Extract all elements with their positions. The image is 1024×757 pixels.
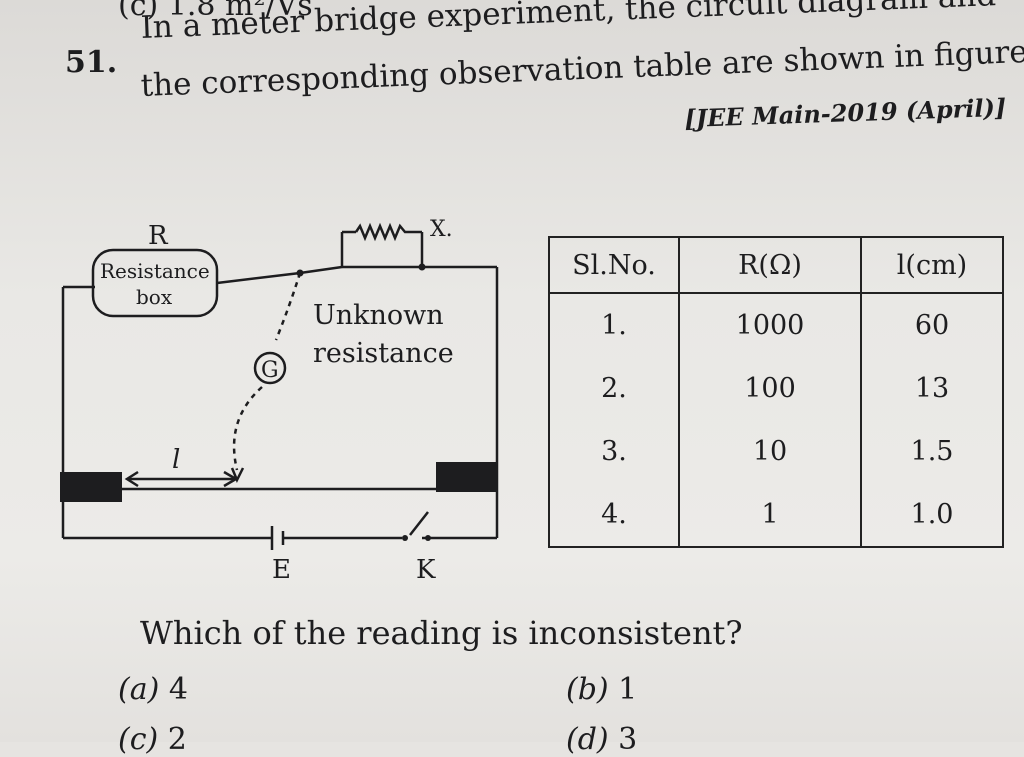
- question-text-line2: the corresponding observation table are …: [140, 33, 1024, 104]
- option-c[interactable]: (c) 2: [118, 722, 187, 757]
- key-label: K: [416, 555, 436, 585]
- cell-length: 13: [860, 357, 1004, 420]
- label-x: X.: [430, 217, 453, 242]
- table-row: 1. 1000 60: [548, 293, 1004, 357]
- cell-sl-no: 1.: [548, 293, 680, 357]
- option-b[interactable]: (b) 1: [566, 672, 637, 707]
- cell-length: 1.5: [860, 420, 1004, 483]
- galvanometer-label: G: [261, 358, 279, 383]
- resistance-box-label-2: box: [136, 285, 173, 309]
- column-header-sl-no: Sl.No.: [548, 236, 680, 294]
- cell-sl-no: 4.: [548, 483, 680, 548]
- label-r: R: [148, 221, 169, 251]
- top-wire-segment: [216, 271, 301, 285]
- key-switch: [409, 511, 429, 536]
- question-number: 51.: [65, 45, 118, 80]
- junction-wire: [299, 265, 343, 275]
- option-b-label: (b): [566, 672, 609, 707]
- table-row: 4. 1 1.0: [548, 483, 1004, 548]
- option-a-value: 4: [168, 672, 188, 707]
- unknown-resistance-label-2: resistance: [313, 338, 454, 369]
- cell-resistance: 100: [678, 357, 862, 420]
- length-label: l: [172, 445, 180, 475]
- cell-length: 60: [860, 293, 1004, 357]
- table-row: 3. 10 1.5: [548, 420, 1004, 483]
- option-a-label: (a): [118, 672, 160, 707]
- observation-table: Sl.No. R(Ω) l(cm) 1. 1000 60 2. 100 13 3…: [548, 236, 1004, 548]
- option-b-value: 1: [618, 672, 638, 707]
- right-end-clamp: [436, 462, 498, 492]
- cell-sl-no: 3.: [548, 420, 680, 483]
- meter-bridge-circuit-diagram: R Resistance box X. Unknown resistance G…: [60, 217, 499, 585]
- galvanometer-circle: [253, 351, 287, 385]
- option-d[interactable]: (d) 3: [566, 722, 637, 757]
- table-header-row: Sl.No. R(Ω) l(cm): [548, 236, 1004, 294]
- cell-resistance: 1: [678, 483, 862, 548]
- table-row: 2. 100 13: [548, 357, 1004, 420]
- column-header-resistance: R(Ω): [678, 236, 862, 294]
- option-a[interactable]: (a) 4: [118, 672, 188, 707]
- unknown-resistor-x: [354, 222, 422, 242]
- cell-length: 1.0: [860, 483, 1004, 548]
- question-prompt: Which of the reading is inconsistent?: [140, 614, 743, 652]
- option-d-value: 3: [618, 722, 638, 757]
- option-c-value: 2: [167, 722, 187, 757]
- galvanometer-lead-top: [274, 272, 302, 341]
- cell-sl-no: 2.: [548, 357, 680, 420]
- unknown-resistance-label: Unknown: [313, 300, 444, 331]
- exam-source: [JEE Main-2019 (April)]: [684, 92, 1007, 133]
- galvanometer-lead-bottom: [232, 386, 263, 471]
- battery-label: E: [272, 555, 291, 585]
- previous-option-fragment: (c) 1.8 m²/Vs: [118, 0, 313, 23]
- option-c-label: (c): [118, 722, 159, 757]
- cell-resistance: 10: [678, 420, 862, 483]
- resistance-box-label: Resistance: [100, 259, 210, 283]
- column-header-length: l(cm): [860, 236, 1004, 294]
- cell-resistance: 1000: [678, 293, 862, 357]
- left-end-clamp: [60, 472, 122, 502]
- option-d-label: (d): [566, 722, 609, 757]
